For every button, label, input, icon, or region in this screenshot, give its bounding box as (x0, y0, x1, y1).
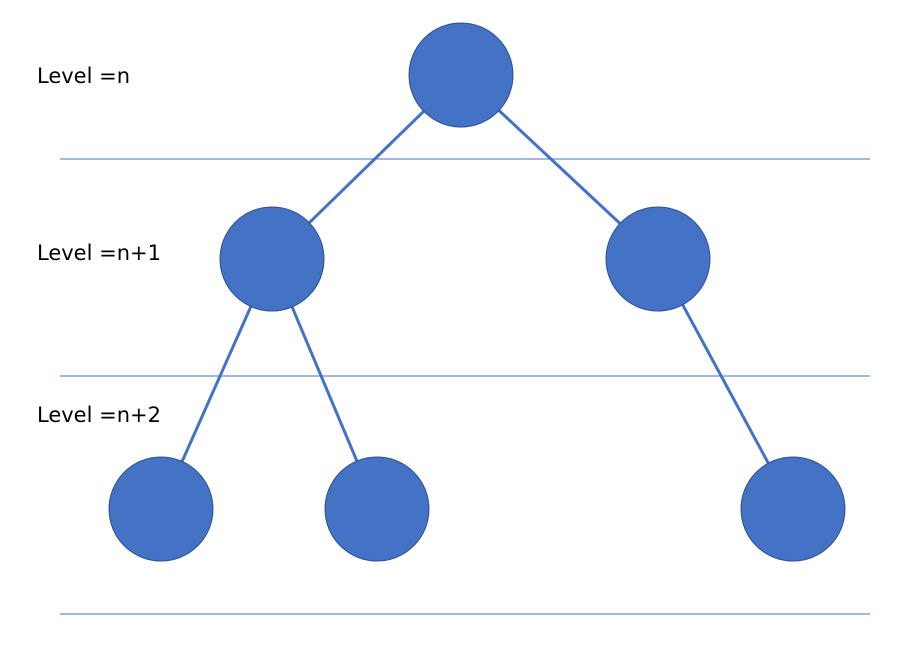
tree-node-right-child (605, 206, 711, 312)
tree-node-left-left-leaf (108, 456, 214, 562)
level-label-n-plus-1: Level =n+1 (37, 241, 161, 265)
tree-node-root (408, 22, 514, 128)
tree-node-left-right-leaf (324, 456, 430, 562)
tree-nodes (108, 22, 846, 562)
level-separators (60, 158, 870, 615)
tree-node-left-child (219, 206, 325, 312)
level-label-n: Level =n (37, 64, 130, 88)
edge-root-to-left-child (308, 110, 425, 224)
edge-left-child-to-left-left-leaf (180, 305, 253, 463)
level-label-n-plus-2: Level =n+2 (37, 403, 161, 427)
tree-edges (180, 109, 770, 464)
edge-right-child-to-right-right-leaf (681, 304, 770, 464)
level-labels: Level =n Level =n+1 Level =n+2 (37, 64, 161, 427)
tree-node-right-right-leaf (740, 456, 846, 562)
edge-left-child-to-left-right-leaf (290, 306, 359, 462)
edge-root-to-right-child (497, 109, 622, 225)
